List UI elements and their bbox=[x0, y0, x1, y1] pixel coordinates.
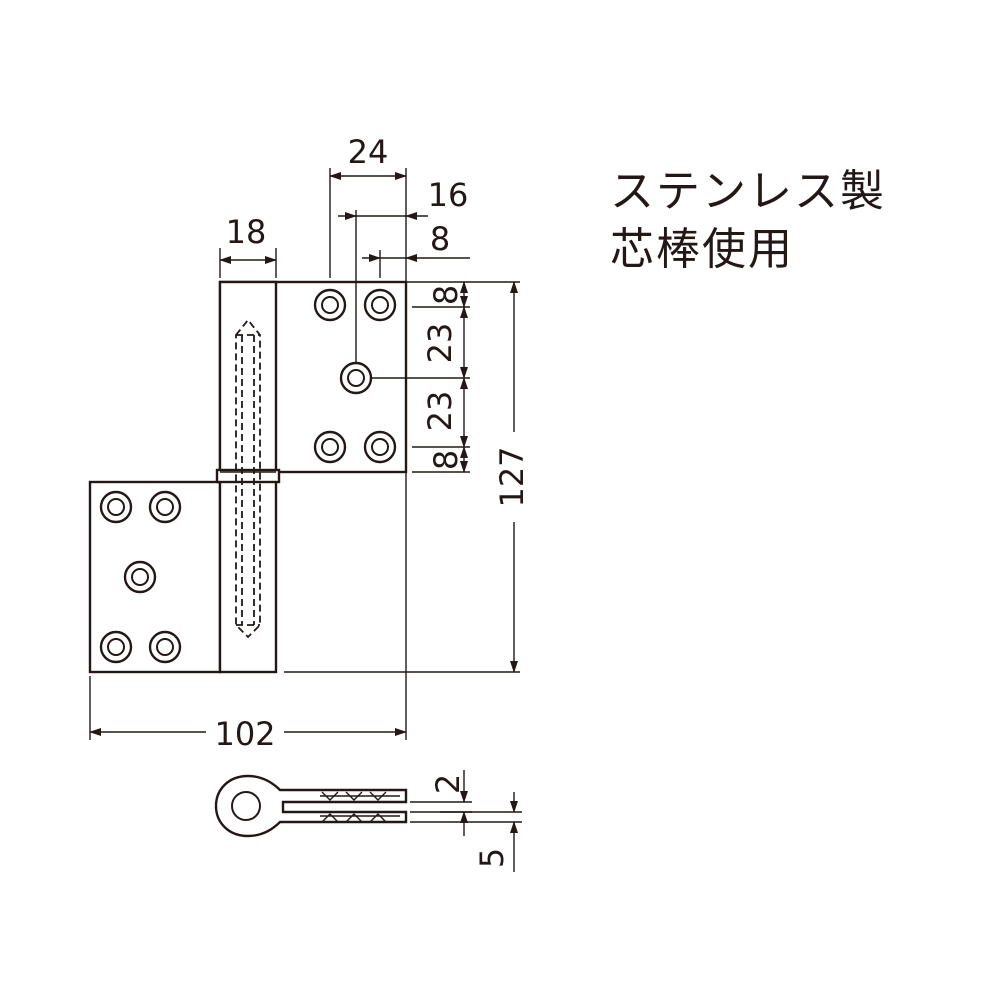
dim-label-5: 5 bbox=[473, 848, 511, 868]
dimension-labels: 24 16 8 18 102 8 23 23 8 127 2 5 bbox=[214, 133, 531, 868]
dim-label-2: 2 bbox=[429, 774, 467, 794]
dim-label-24: 24 bbox=[348, 133, 389, 171]
dim-label-23-upper: 23 bbox=[421, 323, 459, 364]
dim-label-23-lower: 23 bbox=[421, 391, 459, 432]
screw-hole bbox=[363, 288, 397, 322]
dim-label-8-horizontal: 8 bbox=[430, 220, 450, 258]
dim-label-8-bottom: 8 bbox=[427, 450, 465, 470]
dim-label-16: 16 bbox=[428, 176, 469, 214]
dim-label-18: 18 bbox=[226, 213, 267, 251]
pin-note: 芯棒使用 bbox=[610, 224, 794, 275]
pin-hole bbox=[231, 791, 261, 821]
dim-label-102: 102 bbox=[214, 715, 275, 753]
dim-label-8-top: 8 bbox=[427, 285, 465, 305]
screw-hole bbox=[339, 361, 373, 395]
screw-hole bbox=[148, 630, 182, 664]
screw-hole bbox=[313, 430, 347, 464]
screw-hole bbox=[148, 490, 182, 524]
dimension-lines bbox=[89, 168, 520, 740]
screw-hole bbox=[99, 490, 133, 524]
material-note: ステンレス製 bbox=[610, 166, 886, 217]
screw-hole bbox=[99, 630, 133, 664]
screw-hole bbox=[313, 288, 347, 322]
screw-hole bbox=[363, 430, 397, 464]
hinge-side-view bbox=[214, 770, 522, 872]
hinge-front-view bbox=[88, 280, 408, 674]
screw-hole bbox=[123, 560, 157, 594]
dim-label-127: 127 bbox=[493, 446, 531, 507]
